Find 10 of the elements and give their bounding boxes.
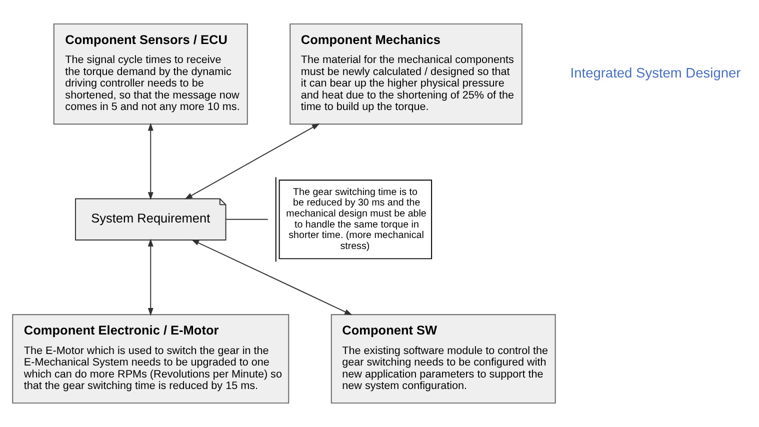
node-box: Component Electronic / E-Motor The E-Motor which is used to switch the gear in the E-Mechanical System needs to be upgraded to one which can do more RPMs (Revolutions per Minute) so that the gear switching time is reduced by 15 ms. xyxy=(12,314,290,404)
label: Integrated System Designer xyxy=(570,66,741,81)
node-box: Component Mechanics The material for the mechanical components must be newly calculated / designed so that it can bear up the higher physical pressure and heat due to the shortening of 25% of the time to build up the torque. xyxy=(290,23,522,125)
arrow xyxy=(148,238,154,316)
arrow xyxy=(148,122,154,200)
arrow xyxy=(184,123,320,200)
node-box: Component SW The existing software module to control the gear switching needs to be configured with new application parameters to support the new system configuration. xyxy=(330,314,556,404)
node-box: Component Sensors / ECU The signal cycle times to receive the torque demand by the dynamic driving controller needs to be shortened, so that the message now comes in 5 and not any more 10 ms. xyxy=(53,23,248,125)
arrow xyxy=(191,239,352,316)
connector xyxy=(226,218,268,220)
